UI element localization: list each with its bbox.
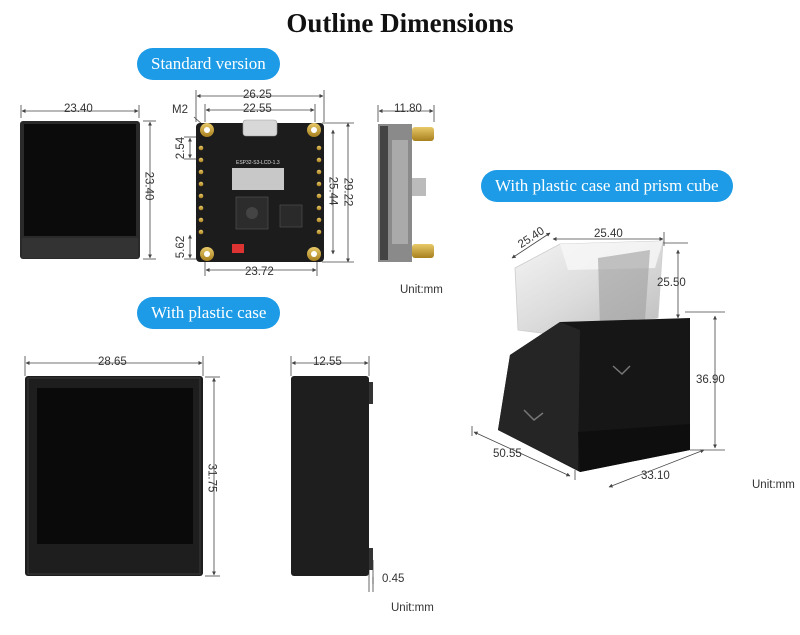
dim-prism-height: 25.50 [657,277,686,289]
unit-case: Unit:mm [391,602,434,614]
dim-stand-height: 36.90 [696,374,725,386]
plastic-case-front [25,376,203,576]
dim-side-depth: 11.80 [394,103,422,115]
dim-pcb-bottom-offset: 5.62 [175,235,188,259]
pcb-board [196,119,324,262]
dim-case-height: 31.75 [205,463,218,493]
dim-prism-width: 25.40 [594,228,623,240]
unit-prism: Unit:mm [752,479,795,491]
dim-pcb-height-outer: 29.22 [341,177,354,207]
section-label-standard: Standard version [137,48,280,80]
dim-stand-depth: 50.55 [493,448,522,460]
dim-pcb-pitch: 2.54 [175,136,188,160]
dim-case-width: 28.65 [98,356,127,368]
dim-pcb-hole: M2 [172,104,188,116]
dim-pcb-height-inner: 25.44 [326,176,339,206]
page-title: Outline Dimensions [286,8,514,38]
unit-standard: Unit:mm [400,284,443,296]
plastic-case-side [291,376,373,576]
dim-pcb-bottom-width: 23.72 [245,266,274,278]
section-label-plastic-case: With plastic case [137,297,281,329]
dim-std-width: 23.40 [64,103,93,115]
standard-side-view [378,124,434,262]
dim-std-height: 23.40 [142,171,155,201]
standard-display-front [20,121,140,259]
prism-stand-assembly [498,240,690,472]
dim-pcb-width-inner: 22.55 [243,103,272,115]
dim-pcb-width-outer: 26.25 [243,89,272,101]
dim-stand-width: 33.10 [641,470,670,482]
dim-case-gap: 0.45 [382,573,405,585]
board-silkscreen-label: ESP32-S3-LCD-1.3 [236,160,280,166]
section-label-prism: With plastic case and prism cube [481,170,733,202]
dim-case-depth: 12.55 [313,356,342,368]
